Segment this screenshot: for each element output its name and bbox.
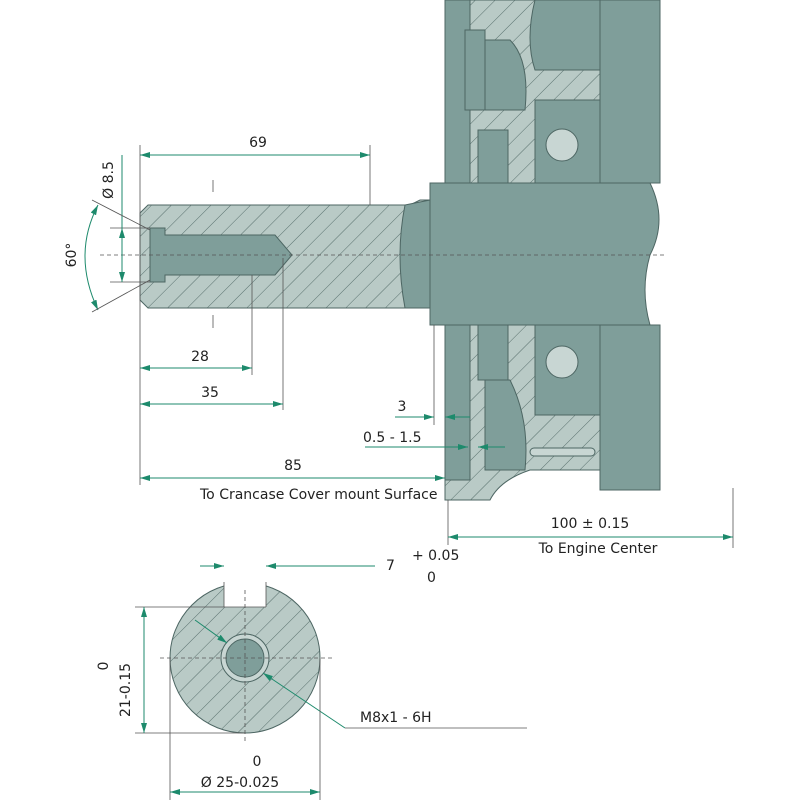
dim-28: 28	[191, 349, 209, 365]
key-tol-upper: + 0.05	[412, 548, 459, 564]
dim-key-width: 7	[386, 558, 395, 574]
crankshaft	[100, 180, 665, 328]
crankcase-note: To Crancase Cover mount Surface	[199, 487, 437, 503]
key-tol-lower: 0	[427, 570, 436, 586]
dimensions-side: 69 Ø 8.5 60° 28 35 85 To Crancase Cover …	[64, 135, 734, 557]
dim-shaft-dia: Ø 25-0.025	[201, 775, 279, 791]
dim-gap-3: 3	[398, 399, 407, 415]
shaft-cross-section: 7 + 0.05 0 0 21-0.15 M8x1 - 6H 0 Ø 25-0.…	[96, 548, 527, 800]
engine-center-note: To Engine Center	[538, 541, 658, 557]
dim-gap-range: 0.5 - 1.5	[363, 430, 421, 446]
dim-height: 21-0.15	[118, 663, 134, 717]
dim-engine-center: 100 ± 0.15	[551, 516, 630, 532]
height-tol-upper: 0	[96, 662, 112, 671]
dim-69: 69	[249, 135, 267, 151]
shaft-dia-tol-upper: 0	[253, 754, 262, 770]
dim-85: 85	[284, 458, 302, 474]
dim-thread-dia: Ø 8.5	[101, 161, 117, 199]
dim-chamfer-angle: 60°	[64, 243, 80, 268]
dim-35: 35	[201, 385, 219, 401]
thread-spec: M8x1 - 6H	[360, 710, 432, 726]
